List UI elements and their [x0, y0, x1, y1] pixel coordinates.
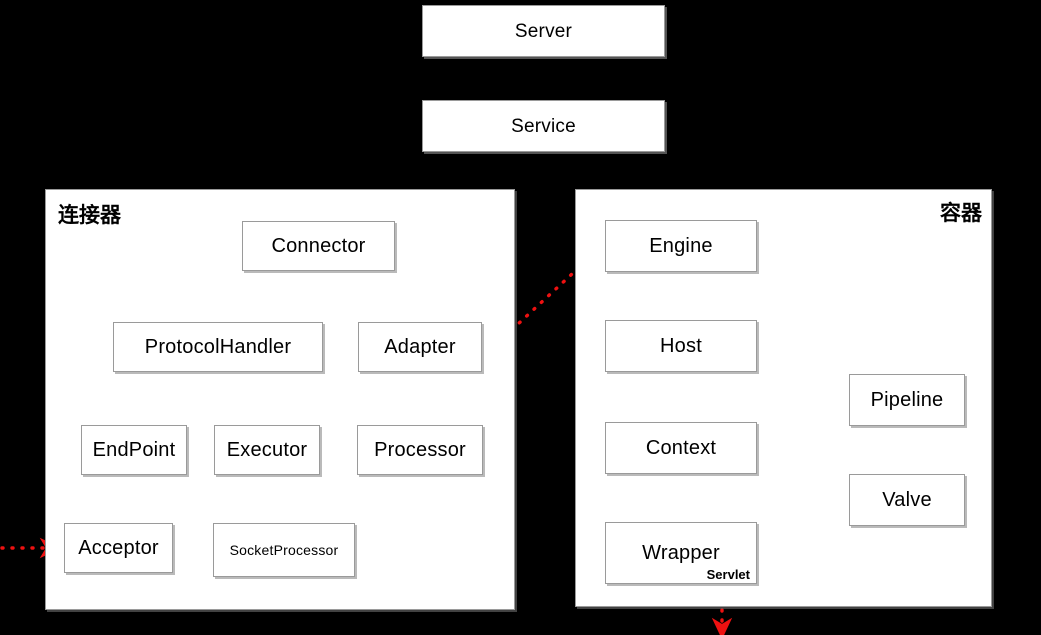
node-label-host: Host: [660, 335, 702, 357]
node-label-processor: Processor: [374, 439, 466, 461]
node-label-service: Service: [511, 115, 576, 137]
node-label-acceptor: Acceptor: [78, 537, 159, 559]
node-socketprocessor[interactable]: SocketProcessor: [213, 523, 355, 577]
node-protocolhandler[interactable]: ProtocolHandler: [113, 322, 323, 372]
node-label-context: Context: [645, 437, 717, 459]
node-context[interactable]: Context: [605, 422, 757, 474]
node-label-endpoint: EndPoint: [92, 439, 176, 461]
node-executor[interactable]: Executor: [214, 425, 320, 475]
node-label-protocolhandler: ProtocolHandler: [144, 336, 292, 358]
node-connector[interactable]: Connector: [242, 221, 395, 271]
node-valve[interactable]: Valve: [849, 474, 965, 526]
node-adapter[interactable]: Adapter: [358, 322, 482, 372]
panel-title-connector-panel: 连接器: [58, 204, 121, 227]
node-acceptor[interactable]: Acceptor: [64, 523, 173, 573]
node-label-server: Server: [514, 20, 573, 42]
node-label-socketprocessor: SocketProcessor: [229, 542, 339, 558]
node-label-wrapper: Wrapper: [642, 542, 720, 564]
node-pipeline[interactable]: Pipeline: [849, 374, 965, 426]
node-sublabel-wrapper: Servlet: [706, 567, 750, 582]
node-engine[interactable]: Engine: [605, 220, 757, 272]
node-label-connector: Connector: [271, 235, 366, 257]
node-service[interactable]: Service: [422, 100, 665, 152]
node-label-adapter: Adapter: [384, 336, 456, 358]
node-label-pipeline: Pipeline: [870, 389, 944, 411]
node-label-engine: Engine: [649, 235, 713, 257]
node-host[interactable]: Host: [605, 320, 757, 372]
node-endpoint[interactable]: EndPoint: [81, 425, 187, 475]
panel-title-container-panel: 容器: [940, 202, 982, 225]
node-processor[interactable]: Processor: [357, 425, 483, 475]
node-label-executor: Executor: [226, 439, 308, 461]
node-label-valve: Valve: [882, 489, 932, 511]
node-server[interactable]: Server: [422, 5, 665, 57]
